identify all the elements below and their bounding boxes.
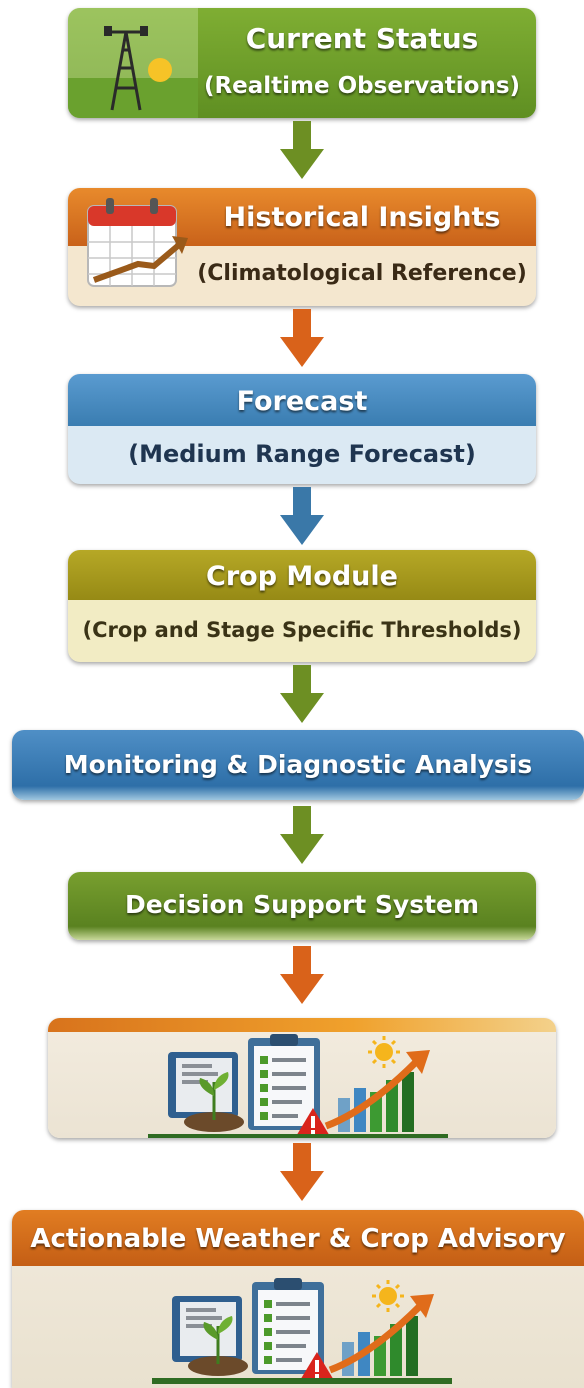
flow-arrow: [280, 664, 324, 724]
step-subtitle: (Climatological Reference): [197, 260, 527, 286]
step-title: Historical Insights: [223, 201, 501, 233]
step-subtitle: (Medium Range Forecast): [128, 440, 476, 468]
step-monitoring-analysis: Monitoring & Diagnostic Analysis: [12, 730, 584, 800]
flow-arrow: [280, 1142, 324, 1202]
advisory-dashboard-icon: [152, 1274, 452, 1384]
step-subtitle: (Crop and Stage Specific Thresholds): [82, 618, 522, 642]
step-title: Actionable Weather & Crop Advisory: [30, 1224, 566, 1254]
step-title: Current Status: [245, 21, 479, 55]
step-forecast: Forecast (Medium Range Forecast): [68, 374, 536, 484]
advisory-dashboard-icon: [148, 1030, 448, 1138]
step-title: Monitoring & Diagnostic Analysis: [63, 749, 533, 779]
step-advisory-dashboard: [48, 1018, 556, 1138]
step-title: Forecast: [236, 385, 368, 417]
flow-arrow: [280, 308, 324, 368]
step-crop-module: Crop Module (Crop and Stage Specific Thr…: [68, 550, 536, 662]
flow-arrow: [280, 944, 324, 1006]
flow-arrow: [280, 804, 324, 866]
weather-station-icon: [68, 8, 198, 118]
step-title: Crop Module: [206, 560, 398, 592]
step-historical-insights: Historical Insights (Climatological Refe…: [68, 188, 536, 306]
step-current-status: Current Status (Realtime Observations): [68, 8, 536, 118]
flow-arrow: [280, 120, 324, 180]
step-title: Decision Support System: [124, 889, 480, 919]
calendar-chart-icon: [87, 198, 188, 287]
step-actionable-advisory: Actionable Weather & Crop Advisory: [12, 1210, 584, 1388]
step-decision-support: Decision Support System: [68, 872, 536, 940]
flow-arrow: [280, 486, 324, 546]
step-subtitle: (Realtime Observations): [203, 73, 521, 99]
